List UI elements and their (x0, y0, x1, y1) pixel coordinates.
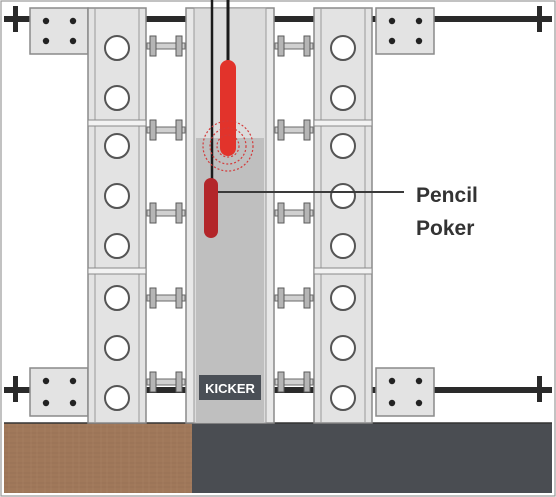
form-tie (146, 371, 186, 393)
soil-ground (4, 423, 192, 493)
bracket-bottom-right (375, 367, 435, 417)
form-hole (104, 133, 130, 159)
vibration-rings (202, 120, 254, 172)
vibrator-head-lowered (204, 178, 218, 238)
form-tie (274, 287, 314, 309)
kicker-plate-icon: KICKER (199, 375, 261, 400)
form-tie (274, 119, 314, 141)
form-tie (146, 287, 186, 309)
form-hole (330, 183, 356, 209)
concrete-slab (192, 423, 552, 493)
form-hole (330, 85, 356, 111)
form-hole (104, 183, 130, 209)
form-hole (330, 35, 356, 61)
vibrator-head (220, 60, 236, 156)
bracket-top-left (29, 7, 89, 55)
callout-label-line1: Pencil (416, 184, 478, 207)
form-hole (104, 335, 130, 361)
bracket-top-right (375, 7, 435, 55)
form-hole (330, 133, 356, 159)
callout-label-line2: Poker (416, 217, 474, 240)
form-tie (146, 202, 186, 224)
form-hole (104, 35, 130, 61)
form-tie (274, 202, 314, 224)
form-hole (330, 233, 356, 259)
form-column-holes (104, 35, 356, 411)
kicker-label: KICKER (205, 381, 255, 396)
top-tie-bar (4, 6, 552, 32)
form-hole (104, 385, 130, 411)
form-hole (104, 233, 130, 259)
form-hole (330, 385, 356, 411)
form-tie (146, 119, 186, 141)
form-hole (330, 335, 356, 361)
form-column-left (87, 7, 147, 424)
bracket-bottom-left (29, 367, 89, 417)
form-hole (104, 85, 130, 111)
form-tie (146, 35, 186, 57)
form-hole (104, 285, 130, 311)
form-hole (330, 285, 356, 311)
pencil-vibrator-icon (202, 0, 254, 238)
form-tie (274, 371, 314, 393)
form-ties (146, 35, 314, 393)
form-tie (274, 35, 314, 57)
